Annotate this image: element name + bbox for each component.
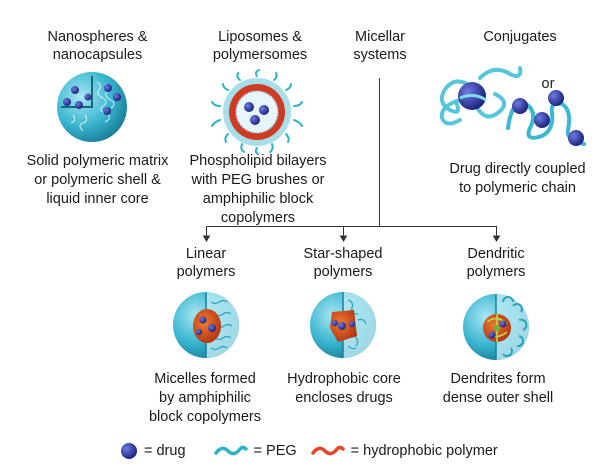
drug-particle [349, 321, 355, 327]
dendritic-polymers-description: Dendrites form dense outer shell [442, 371, 554, 406]
star-polymers-title: Star-shaped polymers [303, 246, 383, 280]
linear-micelle-illustration [173, 292, 239, 358]
legend-label-hydrophobic: = hydrophobic polymer [350, 443, 498, 459]
drug-particle [332, 320, 338, 326]
drug-sphere-icon [121, 443, 137, 459]
peg-wave-icon [213, 445, 248, 456]
drug-particle [548, 90, 564, 106]
linear-polymers-title: Linear polymers [176, 246, 236, 280]
drug-particle [244, 102, 254, 112]
nanospheres-title: Nanospheres & nanocapsules [47, 29, 148, 63]
drug-particle [259, 105, 269, 115]
linear-polymers-description: Micelles formed by amphiphilic block cop… [148, 371, 261, 425]
dendritic-polymers-title: Dendritic polymers [466, 246, 526, 280]
nanosphere-illustration [57, 72, 127, 142]
drug-particle [71, 86, 79, 94]
or-label: or [542, 76, 555, 92]
conjugates-title: Conjugates [483, 29, 557, 45]
liposomes-title: Liposomes & polymersomes [212, 29, 308, 63]
micellar-title: Micellar systems [353, 29, 407, 63]
drug-particle [534, 112, 550, 128]
drug-particle [568, 130, 584, 146]
conjugates-description: Drug directly coupled to polymeric chain [449, 161, 586, 196]
drug-particle [208, 324, 216, 332]
dendritic-micelle-illustration [463, 294, 529, 360]
drug-particle [63, 98, 71, 106]
drug-particle [196, 329, 202, 335]
arrow-down-icon [492, 235, 501, 242]
hydrophobic-core [193, 309, 221, 343]
drug-particle [104, 84, 112, 92]
drug-particle [103, 107, 111, 115]
drug-particle [512, 98, 528, 114]
legend-label-peg: = PEG [253, 443, 297, 459]
legend-label-drug: = drug [144, 443, 186, 459]
legend-item-drug: = drug [120, 442, 186, 460]
drug-particle [488, 331, 496, 339]
liposome-illustration [211, 69, 303, 155]
drug-particle [84, 93, 92, 101]
arrow-down-icon [202, 235, 211, 242]
legend-item-hydrophobic: = hydrophobic polymer [310, 443, 498, 459]
legend: = drug = PEG = hydrophobic polymer [120, 440, 512, 462]
legend-item-peg: = PEG [213, 443, 297, 459]
liposomes-description: Phospholipid bilayers with PEG brushes o… [189, 153, 327, 226]
drug-particle [199, 316, 207, 324]
drug-particle [250, 115, 260, 125]
drug-particle [499, 320, 507, 328]
conjugates-illustration: or [439, 66, 586, 146]
drug-particle [338, 322, 346, 330]
drug-particle [113, 93, 121, 101]
arrow-down-icon [339, 235, 348, 242]
nanospheres-description: Solid polymeric matrix or polymeric shel… [26, 153, 169, 207]
star-micelle-illustration [310, 292, 376, 358]
hydrophobic-wave-icon [310, 445, 345, 456]
star-polymers-description: Hydrophobic core encloses drugs [287, 371, 401, 406]
drug-particle [75, 101, 83, 109]
polymer-chain [439, 66, 523, 126]
